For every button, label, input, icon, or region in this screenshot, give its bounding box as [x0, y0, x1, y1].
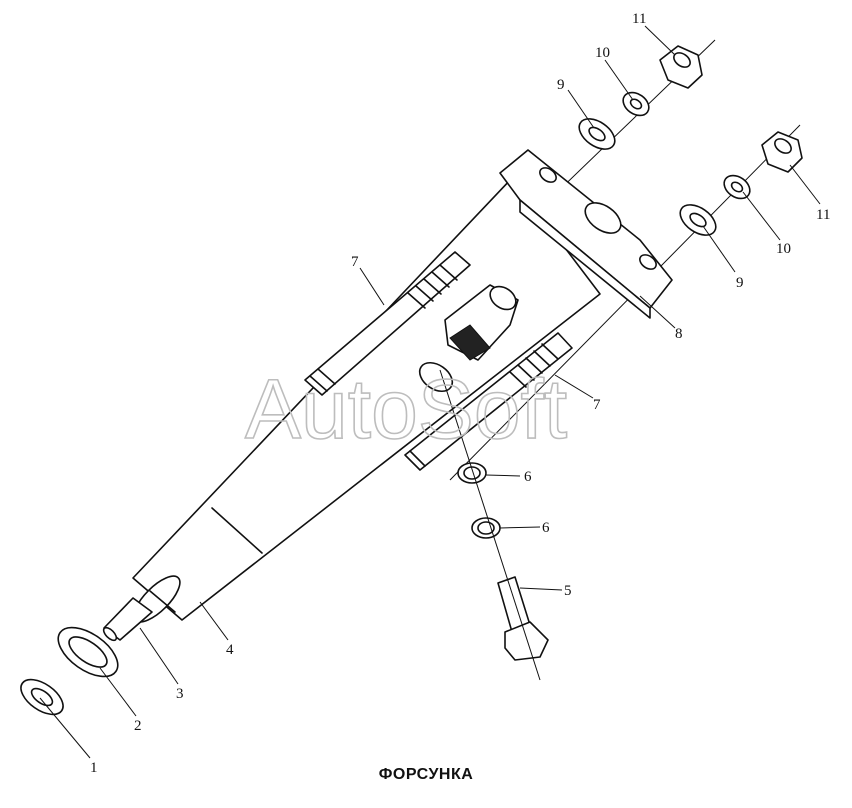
nut-11-lower — [761, 131, 803, 173]
callout-9-upper: 9 — [557, 77, 565, 93]
washer-9-lower — [679, 204, 717, 236]
washer-9-upper — [578, 118, 616, 150]
nut-11-upper — [659, 45, 703, 89]
callout-6-upper: 6 — [524, 469, 532, 485]
callout-10-lower: 10 — [776, 241, 791, 257]
nozzle-tip — [102, 597, 153, 642]
callout-1: 1 — [90, 760, 98, 776]
mounting-flange — [499, 149, 673, 319]
callout-7-lower: 7 — [593, 397, 601, 413]
lockwasher-10-lower — [723, 174, 751, 200]
washer-6-upper — [457, 462, 487, 484]
leader-lines — [39, 25, 821, 759]
callout-11-upper: 11 — [632, 11, 646, 27]
callout-2: 2 — [134, 718, 142, 734]
sealing-ring-1 — [20, 678, 64, 716]
watermark: AutoSoft — [245, 362, 567, 456]
callout-6-lower: 6 — [542, 520, 550, 536]
sealing-ring-2 — [57, 626, 119, 678]
callout-5: 5 — [564, 583, 572, 599]
callout-7-upper: 7 — [351, 254, 359, 270]
figure-caption: ФОРСУНКА — [378, 766, 474, 783]
lockwasher-10-upper — [622, 91, 650, 117]
callout-8: 8 — [675, 326, 683, 342]
stud-upper — [304, 251, 471, 396]
banjo-bolt — [439, 369, 549, 681]
callout-10-upper: 10 — [595, 45, 610, 61]
callout-9-lower: 9 — [736, 275, 744, 291]
washer-6-lower — [471, 517, 501, 539]
callout-11-lower: 11 — [816, 207, 830, 223]
callout-3: 3 — [176, 686, 184, 702]
fuel-fitting — [444, 284, 519, 361]
stud-lower — [404, 332, 573, 471]
callout-4: 4 — [226, 642, 234, 658]
